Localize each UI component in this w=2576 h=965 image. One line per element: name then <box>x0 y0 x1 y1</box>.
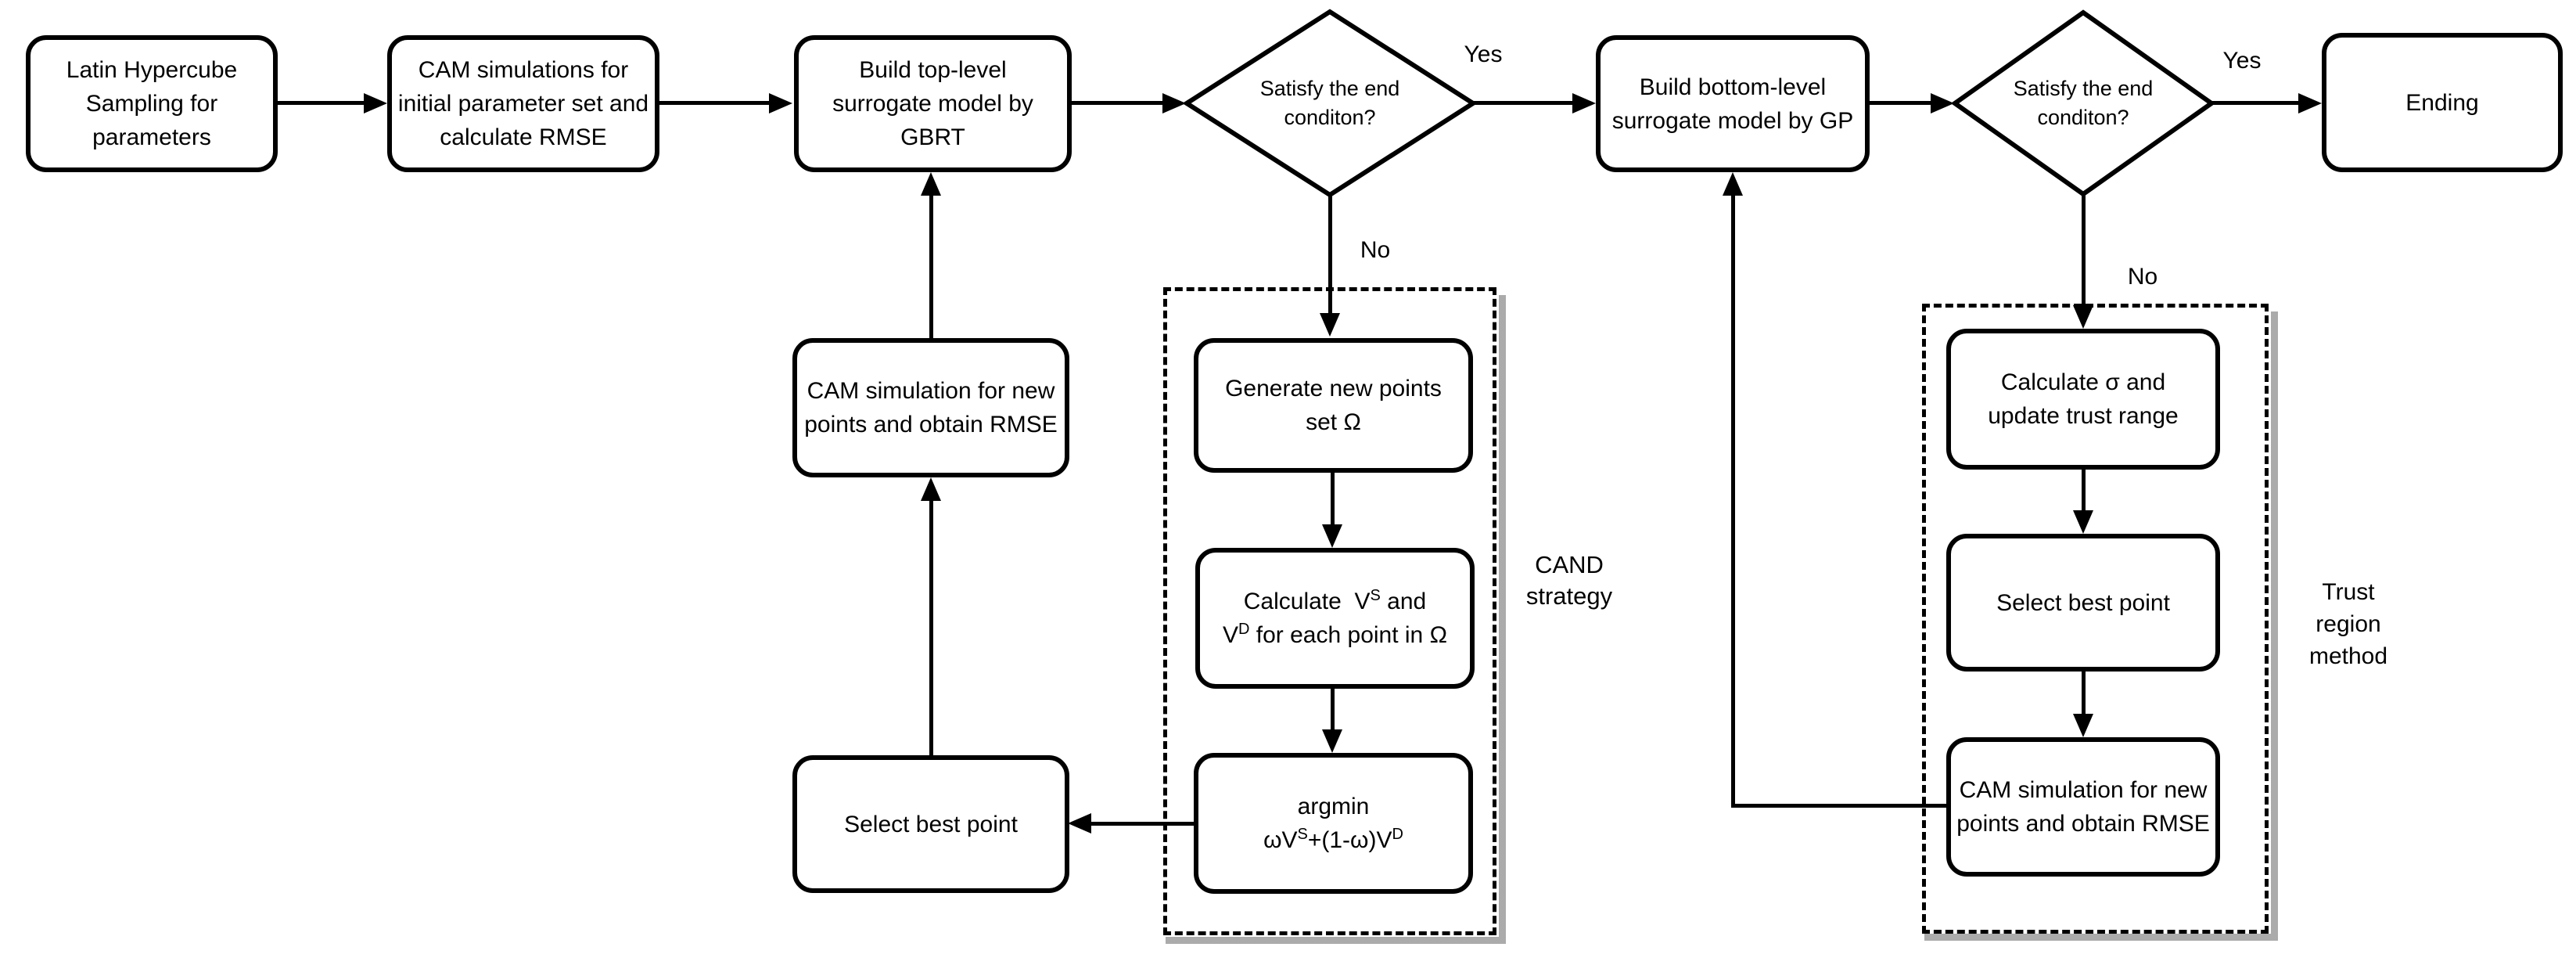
node-build-bottom-level-gp-label: Build bottom-level surrogate model by GP <box>1611 74 1854 134</box>
connector-caminit-gbrt <box>659 101 771 105</box>
arrowhead-selectleft-camnewleft <box>921 477 941 501</box>
arrowhead-lhs-caminit <box>364 93 387 113</box>
node-cam-simulations-initial-label: CAM simulations for initial parameter se… <box>397 57 649 150</box>
argmin-l2sup2: D <box>1392 826 1403 843</box>
connector-decision1-generate <box>1328 196 1332 315</box>
connector-decision1-gp <box>1474 101 1574 105</box>
decision-satisfy-end-condition-1: Satisfy the end conditon? <box>1182 9 1478 198</box>
diamond-shape-2 <box>1950 9 2216 197</box>
node-argmin-label: argmin ωVS+(1-ω)VD <box>1263 790 1403 857</box>
calc-v-l2p1: V <box>1222 622 1238 648</box>
decision-2-line1: Satisfy the end <box>2013 77 2154 100</box>
calc-v-l2p2: for each point in Ω <box>1249 622 1448 648</box>
arrowhead-decision2-calcsigma <box>2073 305 2093 329</box>
node-build-bottom-level-gp: Build bottom-level surrogate model by GP <box>1596 35 1870 172</box>
node-generate-new-points: Generate new points set Ω <box>1194 338 1473 473</box>
connector-calcv-argmin <box>1331 687 1335 731</box>
node-calculate-vs-vd-label: Calculate VS and VD for each point in Ω <box>1223 585 1447 652</box>
argmin-line2: ωVS+(1-ω)VD <box>1263 823 1403 857</box>
cand-region-shadow <box>1166 295 1506 944</box>
argmin-l2sup1: S <box>1297 826 1308 843</box>
decision-satisfy-end-condition-2: Satisfy the end conditon? <box>1950 9 2216 197</box>
node-latin-hypercube-sampling-label: Latin Hypercube Sampling for parameters <box>66 57 238 150</box>
node-cam-simulation-new-left-label: CAM simulation for new points and obtain… <box>804 378 1058 437</box>
node-build-top-level-gbrt-label: Build top-level surrogate model by GBRT <box>832 57 1033 150</box>
calc-v-l1sup: S <box>1370 587 1381 604</box>
region-label-cand-strategy: CAND strategy <box>1525 551 1613 610</box>
edge-label-yes-1: Yes <box>1464 41 1503 67</box>
edge-label-no-2: No <box>2127 264 2158 290</box>
argmin-l2p2: +(1-ω)V <box>1307 827 1392 853</box>
connector-decision2-ending <box>2212 101 2300 105</box>
node-calculate-sigma-label: Calculate σ and update trust range <box>1988 369 2179 429</box>
node-select-best-point-right-label: Select best point <box>1996 589 2170 616</box>
connector-selectleft-camnewleft <box>929 499 933 755</box>
diamond-shape-1 <box>1182 9 1478 198</box>
connector-gbrt-decision1 <box>1072 101 1166 105</box>
connector-camnewright-loop-horizontal <box>1731 804 1946 808</box>
arrowhead-decision2-ending <box>2298 93 2322 113</box>
arrowhead-generate-calcv <box>1322 524 1342 548</box>
calc-v-l1p2: and <box>1380 589 1427 614</box>
arrowhead-camnewleft-gbrt <box>921 172 941 196</box>
node-cam-simulation-new-right-label: CAM simulation for new points and obtain… <box>1956 777 2210 837</box>
node-select-best-point-left: Select best point <box>792 755 1069 893</box>
decision-2-text: Satisfy the end conditon? <box>1952 9 2215 197</box>
argmin-l2p1: ωV <box>1263 827 1298 853</box>
connector-decision2-calcsigma <box>2082 194 2086 307</box>
node-calculate-vs-vd: Calculate VS and VD for each point in Ω <box>1195 548 1475 689</box>
arrowhead-selectright-camnewright <box>2073 714 2093 737</box>
node-latin-hypercube-sampling: Latin Hypercube Sampling for parameters <box>26 35 278 172</box>
arrowhead-loop-gp <box>1723 172 1743 196</box>
calc-v-line2: VD for each point in Ω <box>1223 618 1447 652</box>
connector-lhs-caminit <box>278 101 368 105</box>
arrowhead-argmin-selectleft <box>1068 813 1091 834</box>
node-ending-label: Ending <box>2405 89 2479 116</box>
arrowhead-caminit-gbrt <box>769 93 792 113</box>
connector-argmin-selectleft <box>1091 822 1195 826</box>
connector-camnewleft-gbrt <box>929 194 933 338</box>
node-argmin: argmin ωVS+(1-ω)VD <box>1194 753 1473 894</box>
node-ending: Ending <box>2322 33 2563 172</box>
node-select-best-point-left-label: Select best point <box>844 811 1018 837</box>
node-build-top-level-gbrt: Build top-level surrogate model by GBRT <box>794 35 1072 172</box>
edge-label-yes-2: Yes <box>2222 48 2262 74</box>
calc-v-l1p1: Calculate V <box>1243 589 1371 614</box>
decision-1-text: Satisfy the end conditon? <box>1184 9 1476 198</box>
connector-calcsigma-selectright <box>2082 470 2086 512</box>
trust-region-box <box>1922 304 2269 934</box>
decision-1-line2: conditon? <box>1284 106 1376 129</box>
node-select-best-point-right: Select best point <box>1946 534 2220 672</box>
argmin-line1: argmin <box>1297 794 1370 819</box>
node-calculate-sigma: Calculate σ and update trust range <box>1946 329 2220 470</box>
arrowhead-decision1-gp <box>1572 93 1596 113</box>
arrowhead-gp-decision2 <box>1931 93 1954 113</box>
arrowhead-calcsigma-selectright <box>2073 510 2093 534</box>
decision-2-line2: conditon? <box>2037 106 2129 129</box>
calc-v-line1: Calculate VS and <box>1223 585 1447 618</box>
arrowhead-gbrt-decision1 <box>1162 93 1186 113</box>
region-label-trust-region-method: Trust region method <box>2308 579 2388 669</box>
calc-v-l2sup: D <box>1238 621 1250 638</box>
edge-label-no-1: No <box>1360 237 1391 263</box>
node-cam-simulation-new-left: CAM simulation for new points and obtain… <box>792 338 1069 477</box>
node-cam-simulations-initial: CAM simulations for initial parameter se… <box>387 35 659 172</box>
node-generate-new-points-label: Generate new points set Ω <box>1225 376 1442 435</box>
node-cam-simulation-new-right: CAM simulation for new points and obtain… <box>1946 737 2220 877</box>
connector-gp-decision2 <box>1870 101 1932 105</box>
connector-generate-calcv <box>1331 470 1335 526</box>
decision-1-line1: Satisfy the end <box>1259 77 1400 100</box>
arrowhead-calcv-argmin <box>1322 729 1342 753</box>
trust-region-shadow <box>1924 311 2278 941</box>
connector-camnewright-loop-vertical <box>1731 194 1735 808</box>
arrowhead-decision1-generate <box>1320 313 1340 337</box>
connector-selectright-camnewright <box>2082 672 2086 715</box>
